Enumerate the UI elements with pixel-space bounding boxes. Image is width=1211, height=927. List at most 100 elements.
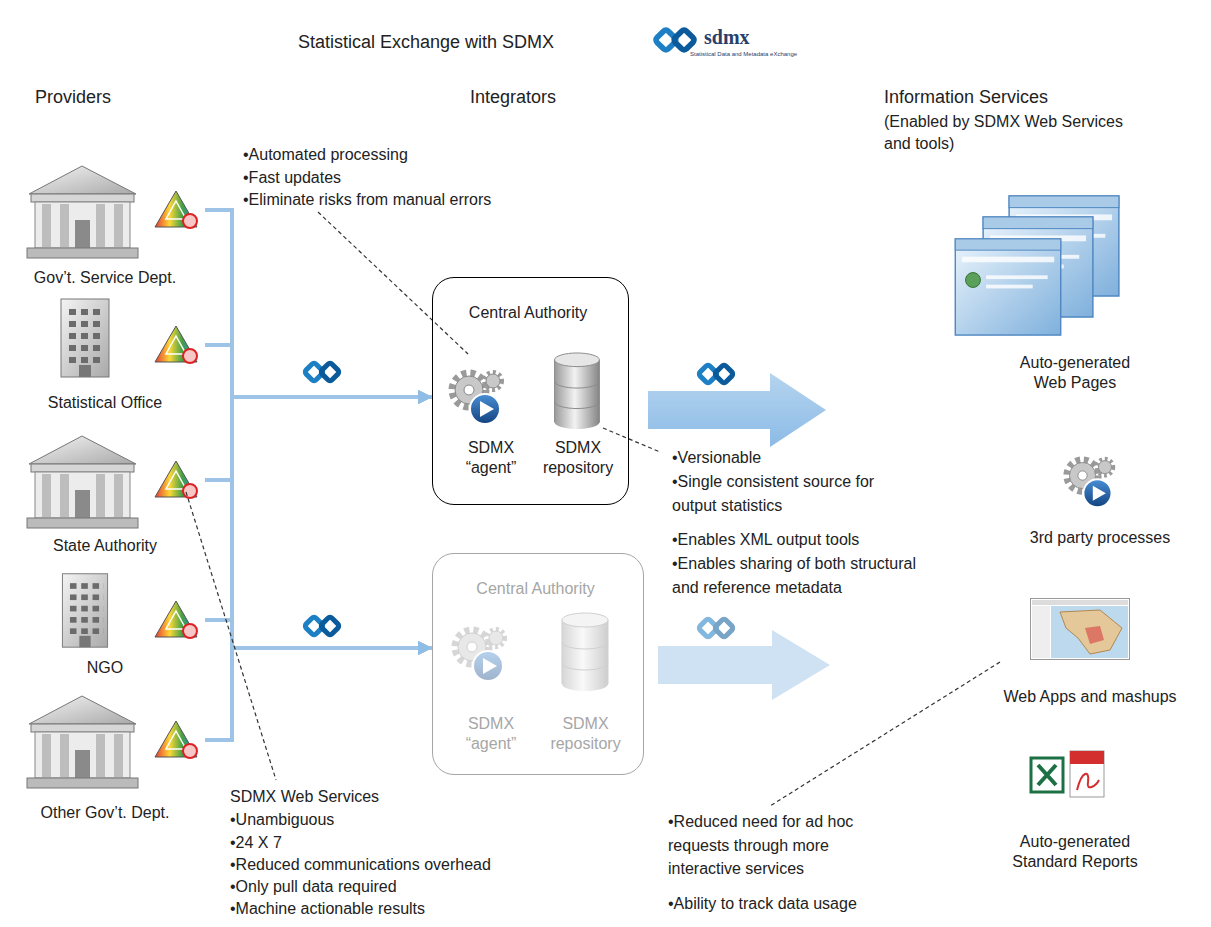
node-label: NGO: [10, 658, 200, 678]
callout-bullet: •Single consistent source for output sta…: [672, 470, 877, 518]
node-label: SDMX repository: [533, 438, 623, 478]
node-label: Gov’t. Service Dept.: [10, 268, 200, 288]
node-label: State Authority: [10, 536, 200, 556]
sdmx-badge: [698, 364, 734, 384]
data-flow-connector: [205, 345, 432, 397]
diagram-title: Statistical Exchange with SDMX: [298, 31, 554, 53]
data-flow-connector: [205, 648, 432, 740]
callout-bullet: •Reduced communications overhead: [230, 854, 491, 876]
node-label: Central Authority: [432, 303, 625, 323]
node-label: 3rd party processes: [1000, 528, 1200, 548]
node-label: SDMX repository: [538, 714, 633, 754]
provider-sdmx-icons: [155, 326, 197, 363]
excel-icon: [1038, 765, 1056, 785]
callout-bullet: •Enables XML output tools: [672, 528, 859, 552]
data-flow-connector: [205, 397, 432, 480]
pdf-icon: [1070, 751, 1104, 797]
provider-node: Gov’t. Service Dept.: [10, 160, 205, 295]
service-node: Web Apps and mashups: [975, 595, 1209, 710]
greyed-icons: [562, 613, 608, 691]
column-heading: Providers: [35, 86, 111, 108]
web-pages-icon: [955, 196, 1119, 335]
sdmx-badge: [304, 362, 340, 382]
provider-sdmx-icons: [155, 461, 197, 498]
service-node: Auto-generated Standard Reports: [975, 750, 1175, 875]
agent-node: SDMX “agent”: [451, 368, 531, 480]
node-label: SDMX “agent”: [456, 438, 526, 478]
callout-bullet: •Eliminate risks from manual errors: [243, 189, 491, 211]
callout-bullet: •Reduced need for ad hoc requests throug…: [668, 810, 883, 881]
web-pages-icon: [1009, 196, 1119, 296]
callout-bullet: •Machine actionable results: [230, 898, 425, 920]
callout-bullet: •Automated processing: [243, 144, 408, 166]
leader-lines: [186, 492, 276, 780]
data-flow-connector: [205, 345, 432, 648]
provider-node: NGO: [10, 570, 205, 685]
sdmx-logo: [655, 29, 696, 51]
column-subheading: (Enabled by SDMX Web Services and tools): [884, 111, 1129, 155]
callout-bullet: •Unambiguous: [230, 809, 334, 831]
agent-node: SDMX “agent”: [451, 644, 531, 756]
provider-buildings: [27, 166, 138, 788]
node-label: Central Authority: [432, 579, 640, 599]
callout-bullet: •Enables sharing of both structural and …: [672, 552, 947, 600]
greyed-icons: [455, 613, 608, 691]
callout-bullet: •Versionable: [672, 446, 761, 470]
node-label: Auto-generated Web Pages: [1010, 353, 1140, 393]
logo-text: sdmx: [704, 25, 750, 49]
leader-lines: [603, 428, 660, 452]
authority-box: Central AuthoritySDMX “agent” SDMX reposi…: [432, 553, 644, 775]
provider-buildings: [27, 166, 138, 258]
provider-sdmx-icons: [155, 721, 197, 758]
data-flow-connector: [205, 210, 432, 397]
node-label: SDMX “agent”: [456, 714, 526, 754]
leader-lines: [770, 662, 1000, 806]
column-heading: Information Services: [884, 86, 1048, 108]
leader-lines: [186, 212, 1000, 806]
callout-bullet: •Fast updates: [243, 167, 341, 189]
data-flow-connector: [205, 397, 432, 620]
pdf-icon: [1077, 774, 1099, 790]
provider-buildings: [61, 299, 109, 377]
logo-subtitle: Statistical Data and Metadata eXchange: [690, 51, 797, 58]
pdf-icon: [1070, 751, 1104, 797]
repository-node: SDMX repository: [533, 368, 627, 480]
excel-icon: [1031, 758, 1063, 792]
leader-lines: [318, 212, 468, 354]
output-arrow: [658, 630, 830, 700]
provider-sdmx-icons: [155, 191, 197, 228]
repository-icon: [555, 353, 600, 429]
node-label: Auto-generated Standard Reports: [1005, 832, 1145, 872]
node-label: Other Gov’t. Dept.: [10, 803, 200, 823]
data-flow-connector: [205, 620, 432, 648]
callout-heading: SDMX Web Services: [230, 786, 379, 808]
sdmx-badge-faded: [698, 618, 734, 638]
provider-buildings: [27, 696, 138, 788]
provider-node: State Authority: [10, 430, 205, 560]
service-node: Auto-generated Web Pages: [975, 190, 1175, 395]
authority-box: Central AuthoritySDMX “agent”SDMX reposi…: [432, 277, 629, 505]
provider-buildings: [27, 436, 138, 528]
provider-node: Statistical Office: [10, 295, 205, 420]
agent-icon: [452, 372, 502, 424]
data-flow-connector: [205, 210, 432, 648]
web-pages-icon: [955, 239, 1060, 335]
process-icon: [1067, 459, 1114, 508]
callout-bullet: •Ability to track data usage: [668, 893, 857, 915]
callout-bullet: •Only pull data required: [230, 876, 397, 898]
provider-sdmx-icons: [155, 601, 197, 638]
node-label: Web Apps and mashups: [975, 687, 1205, 707]
column-heading: Integrators: [470, 86, 556, 108]
sdmx-badge: [304, 616, 340, 636]
node-label: Statistical Office: [10, 393, 200, 413]
repository-node: SDMX repository: [538, 644, 637, 756]
web-app-icon: [1031, 599, 1130, 660]
web-pages-icon: [983, 217, 1093, 317]
provider-buildings: [62, 574, 107, 647]
provider-node: Other Gov’t. Dept.: [10, 690, 205, 830]
service-node: 3rd party processes: [1000, 450, 1204, 555]
data-flow-connector: [205, 397, 432, 740]
greyed-icons: [455, 629, 505, 681]
callout-bullet: •24 X 7: [230, 832, 282, 854]
